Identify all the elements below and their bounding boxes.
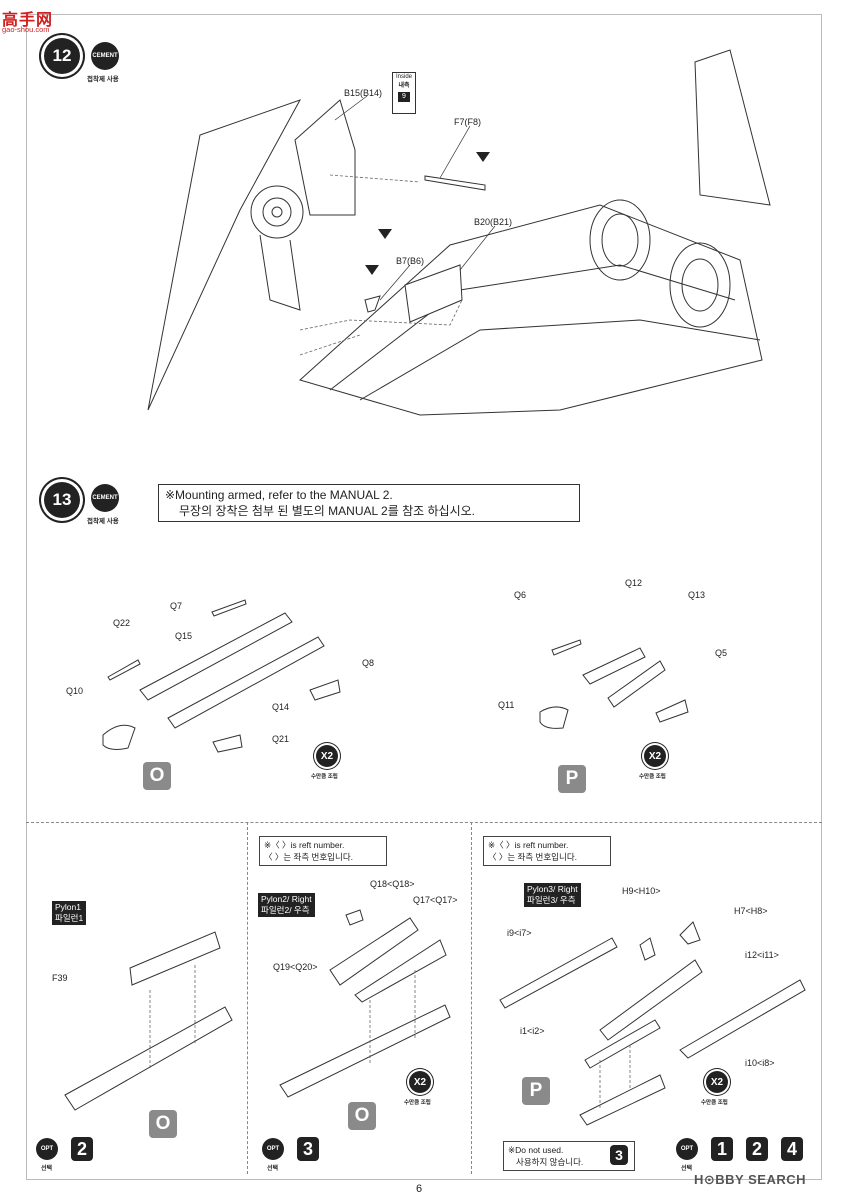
pylon3-label: Pylon3/ Right 파일런3/ 우측 <box>524 883 581 907</box>
section-divider <box>26 822 822 823</box>
x2-label: 수만큼 조립 <box>311 774 338 780</box>
pylon2-label-en: Pylon2/ Right <box>261 894 312 904</box>
page-border <box>26 14 822 1180</box>
pylon3-label-kr: 파일런3/ 우측 <box>527 895 576 905</box>
part-label-q18: Q18<Q18> <box>370 879 415 889</box>
column-divider <box>247 822 248 1174</box>
manual-note-en: ※Mounting armed, refer to the MANUAL 2. <box>165 488 393 502</box>
left-number-note-kr: 〈 〉는 좌측 번호입니다. <box>264 852 354 862</box>
site-logo: 高手网 <box>2 12 54 29</box>
part-label-f7: F7(F8) <box>454 117 481 127</box>
left-number-note-en: ※〈 〉is reft number. <box>488 840 569 850</box>
step-13-number: 13 <box>44 482 80 518</box>
cement-label: 접착제 사용 <box>87 76 119 83</box>
part-label-i9: i9<i7> <box>507 928 532 938</box>
assembly-letter-p: P <box>522 1077 550 1105</box>
x2-label: 수만큼 조립 <box>639 774 666 780</box>
page-number: 6 <box>416 1183 423 1195</box>
assembly-letter-o: O <box>149 1110 177 1138</box>
option-number-2: 2 <box>746 1137 768 1161</box>
opt-label: 선택 <box>267 1166 279 1172</box>
part-label-q8: Q8 <box>362 658 375 668</box>
x2-label: 수만큼 조립 <box>404 1100 431 1106</box>
left-number-note: ※〈 〉is reft number. 〈 〉는 좌측 번호입니다. <box>259 836 387 866</box>
opt-icon: OPT <box>262 1138 284 1160</box>
part-label-q5: Q5 <box>715 648 728 658</box>
part-label-q15: Q15 <box>175 631 193 641</box>
site-logo-url: gao-shou.com <box>2 25 50 34</box>
part-label-q14: Q14 <box>272 702 290 712</box>
option-number-4: 4 <box>781 1137 803 1161</box>
part-label-f39: F39 <box>52 973 68 983</box>
inside-tag: Inside 내측 9 <box>392 72 416 114</box>
part-label-q11: Q11 <box>498 700 515 710</box>
pylon2-label: Pylon2/ Right 파일런2/ 우측 <box>258 893 315 917</box>
left-number-note-en: ※〈 〉is reft number. <box>264 840 345 850</box>
part-label-h9: H9<H10> <box>622 886 661 896</box>
inside-tag-kr: 내측 <box>398 83 410 89</box>
part-label-q12: Q12 <box>625 578 643 588</box>
part-label-b15: B15(B14) <box>344 88 383 98</box>
x2-badge: X2 <box>644 745 666 767</box>
part-label-i10: i10<i8> <box>745 1058 775 1068</box>
assembly-letter-o: O <box>348 1102 376 1130</box>
column-divider <box>471 822 472 1174</box>
part-label-q22: Q22 <box>113 618 131 628</box>
step-12-number: 12 <box>44 38 80 74</box>
pylon3-label-en: Pylon3/ Right <box>527 884 578 894</box>
part-label-b20: B20(B21) <box>474 217 513 227</box>
pylon1-label-kr: 파일런1 <box>55 913 84 923</box>
part-label-q10: Q10 <box>66 686 84 696</box>
manual-note: ※Mounting armed, refer to the MANUAL 2. … <box>158 484 580 522</box>
left-number-note: ※〈 〉is reft number. 〈 〉는 좌측 번호입니다. <box>483 836 611 866</box>
not-used-number: 3 <box>610 1145 628 1165</box>
assembly-letter-o: O <box>143 762 171 790</box>
x2-label: 수만큼 조립 <box>701 1100 728 1106</box>
part-label-b7: B7(B6) <box>396 256 425 266</box>
assembly-letter-p: P <box>558 765 586 793</box>
x2-badge: X2 <box>706 1071 728 1093</box>
left-number-note-kr: 〈 〉는 좌측 번호입니다. <box>488 852 578 862</box>
not-used-note-en: ※Do not used. <box>508 1145 564 1155</box>
inside-tag-en: Inside <box>395 74 412 80</box>
part-label-i12: i12<i11> <box>745 950 779 960</box>
part-label-q7: Q7 <box>170 601 183 611</box>
hobbysearch-watermark: H⊙BBY SEARCH <box>694 1172 806 1187</box>
cement-icon: CEMENT <box>91 42 119 70</box>
option-number: 2 <box>71 1137 93 1161</box>
part-label-q21: Q21 <box>272 734 290 744</box>
x2-badge: X2 <box>409 1071 431 1093</box>
opt-label: 선택 <box>41 1166 53 1172</box>
cement-icon: CEMENT <box>91 484 119 512</box>
option-number-1: 1 <box>711 1137 733 1161</box>
pylon1-label-en: Pylon1 <box>55 902 81 912</box>
not-used-note: ※Do not used. 사용하지 않습니다. 3 <box>503 1141 635 1171</box>
opt-icon: OPT <box>676 1138 698 1160</box>
cement-label: 접착제 사용 <box>87 518 119 525</box>
part-label-q6: Q6 <box>514 590 527 600</box>
part-label-q17: Q17<Q17> <box>413 895 458 905</box>
part-label-i1: i1<i2> <box>520 1026 545 1036</box>
part-label-q13: Q13 <box>688 590 706 600</box>
pylon1-label: Pylon1 파일런1 <box>52 901 87 925</box>
inside-tag-num: 9 <box>398 92 410 102</box>
part-label-q19: Q19<Q20> <box>273 962 318 972</box>
part-label-h7: H7<H8> <box>734 906 768 916</box>
opt-label: 선택 <box>681 1166 693 1172</box>
x2-badge: X2 <box>316 745 338 767</box>
manual-note-kr: 무장의 장착은 첨부 된 별도의 MANUAL 2를 참조 하십시오. <box>179 504 476 518</box>
opt-icon: OPT <box>36 1138 58 1160</box>
not-used-note-kr: 사용하지 않습니다. <box>516 1157 584 1167</box>
pylon2-label-kr: 파일런2/ 우측 <box>261 905 310 915</box>
option-number: 3 <box>297 1137 319 1161</box>
